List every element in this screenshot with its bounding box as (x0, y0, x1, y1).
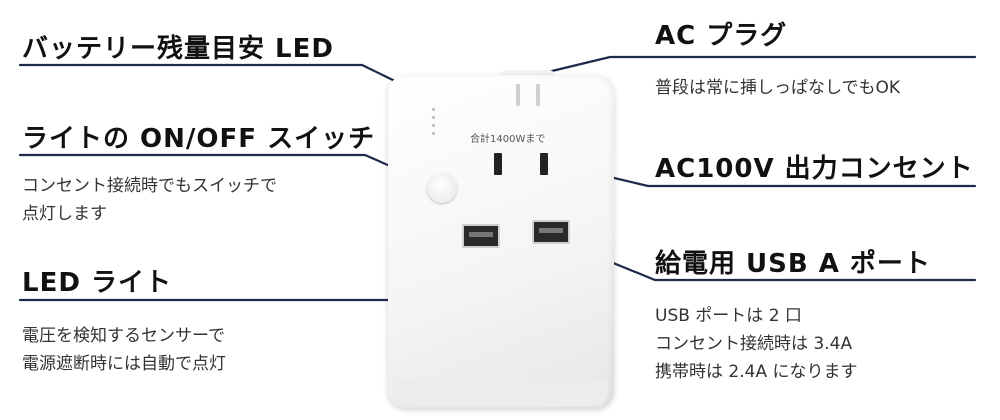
ac-outlet-slot-right (540, 153, 548, 175)
usb-description: USB ポートは 2 口 コンセント接続時は 3.4A 携帯時は 2.4A にな… (655, 302, 857, 386)
switch-desc-line-1: コンセント接続時でもスイッチで (22, 176, 277, 196)
light-switch-button[interactable] (427, 173, 457, 203)
led-light-description: 電圧を検知するセンサーで 電源遮断時には自動で点灯 (22, 322, 226, 378)
switch-heading: ライトの ON/OFF スイッチ (22, 124, 376, 154)
usb-port-right (532, 220, 570, 244)
battery-led-2 (432, 116, 435, 119)
usb-desc-line-2: コンセント接続時は 3.4A (655, 334, 853, 354)
usb-desc-line-1: USB ポートは 2 口 (655, 306, 802, 326)
leader-line-ac-plug (525, 55, 977, 79)
ac-plug-prong-left (516, 84, 520, 106)
led-light-desc-line-1: 電圧を検知するセンサーで (22, 326, 225, 346)
usb-port-left (462, 224, 500, 248)
battery-led-heading: バッテリー残量目安 LED (22, 34, 334, 64)
led-light-desc-line-2: 電源遮断時には自動で点灯 (22, 354, 226, 374)
usb-heading: 給電用 USB A ポート (655, 249, 931, 279)
led-light-heading: LED ライト (22, 268, 172, 298)
ac-plug-desc-line-1: 普段は常に挿しっぱなしでもOK (655, 78, 901, 98)
ac-outlet-heading: AC100V 出力コンセント (655, 154, 974, 184)
ac-plug-heading: AC プラグ (655, 21, 788, 51)
usb-desc-line-3: 携帯時は 2.4A になります (655, 362, 858, 382)
rating-label: 合計1400Wまで (470, 134, 546, 145)
led-light-bar (394, 378, 608, 406)
leader-line-battery-led (18, 63, 432, 100)
ac-plug-description: 普段は常に挿しっぱなしでもOK (655, 74, 900, 102)
ac-outlet-slot-left (494, 153, 502, 175)
battery-led-3 (432, 124, 435, 127)
battery-led-1 (432, 108, 435, 111)
switch-description: コンセント接続時でもスイッチで 点灯します (22, 172, 277, 228)
device-body (388, 75, 614, 408)
switch-desc-line-2: 点灯します (22, 204, 107, 224)
ac-plug-prong-right (536, 84, 540, 106)
battery-led-4 (432, 132, 435, 135)
